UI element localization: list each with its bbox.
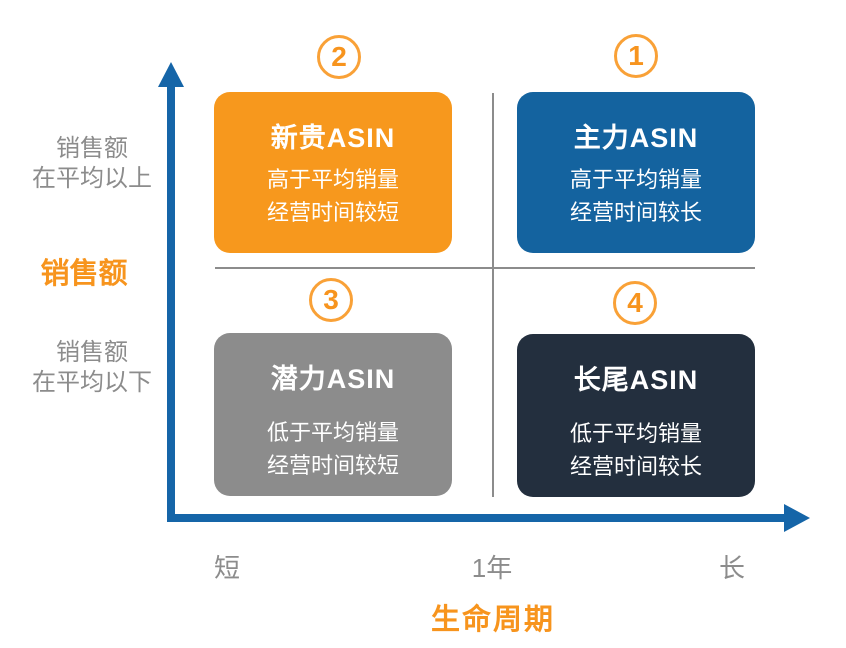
quadrant-1-box-main-asin: 主力ASIN 高于平均销量 经营时间较长	[517, 92, 755, 253]
quadrant-4-desc-line2: 经营时间较长	[569, 454, 702, 479]
quadrant-3-number-badge: 3	[309, 278, 353, 322]
y-axis-title: 销售额	[40, 258, 128, 290]
quadrant-1-description: 高于平均销量 经营时间较长	[570, 163, 702, 229]
x-axis-line	[167, 514, 790, 522]
x-axis-tick-long: 长	[718, 553, 745, 583]
y-lower-label-line2: 在平均以下	[32, 369, 152, 396]
quadrant-2-description: 高于平均销量 经营时间较短	[267, 163, 399, 229]
y-lower-label-line1: 销售额	[56, 339, 128, 366]
quadrant-2-title: 新贵ASIN	[270, 123, 396, 153]
horizontal-divider-line	[215, 267, 755, 269]
quadrant-2-number: 2	[331, 41, 347, 72]
quadrant-1-desc-line1: 高于平均销量	[569, 167, 702, 192]
quadrant-2-desc-line1: 高于平均销量	[266, 167, 399, 192]
quadrant-4-title: 长尾ASIN	[573, 365, 699, 395]
quadrant-2-desc-line2: 经营时间较短	[266, 200, 399, 225]
quadrant-4-number: 4	[627, 287, 643, 318]
quadrant-3-desc-line1: 低于平均销量	[266, 420, 399, 445]
quadrant-1-number-badge: 1	[614, 34, 658, 78]
quadrant-3-desc-line2: 经营时间较短	[266, 453, 399, 478]
quadrant-4-description: 低于平均销量 经营时间较长	[570, 417, 702, 483]
quadrant-2-number-badge: 2	[317, 35, 361, 79]
x-axis-title: 生命周期	[430, 604, 555, 636]
y-upper-label-line2: 在平均以上	[32, 165, 152, 192]
y-upper-label-line1: 销售额	[56, 135, 128, 162]
quadrant-3-title: 潜力ASIN	[270, 364, 396, 394]
quadrant-3-box-potential-asin: 潜力ASIN 低于平均销量 经营时间较短	[214, 333, 452, 496]
y-axis-line	[167, 84, 175, 522]
quadrant-3-number: 3	[323, 284, 339, 315]
y-axis-arrow-up-icon	[158, 62, 184, 87]
y-axis-upper-region-label: 销售额 在平均以上	[12, 134, 172, 194]
quadrant-4-box-longtail-asin: 长尾ASIN 低于平均销量 经营时间较长	[517, 334, 755, 497]
x-axis-arrow-right-icon	[784, 504, 810, 532]
x-axis-tick-short: 短	[213, 553, 240, 583]
quadrant-1-title: 主力ASIN	[573, 123, 699, 153]
quadrant-3-description: 低于平均销量 经营时间较短	[267, 416, 399, 482]
y-axis-lower-region-label: 销售额 在平均以下	[12, 338, 172, 398]
quadrant-1-desc-line2: 经营时间较长	[569, 200, 702, 225]
x-axis-tick-one-year: 1年	[471, 553, 513, 583]
quadrant-4-number-badge: 4	[613, 281, 657, 325]
vertical-divider-line	[492, 93, 494, 497]
quadrant-2-box-rising-asin: 新贵ASIN 高于平均销量 经营时间较短	[214, 92, 452, 253]
quadrant-1-number: 1	[628, 40, 644, 71]
quadrant-4-desc-line1: 低于平均销量	[569, 421, 702, 446]
